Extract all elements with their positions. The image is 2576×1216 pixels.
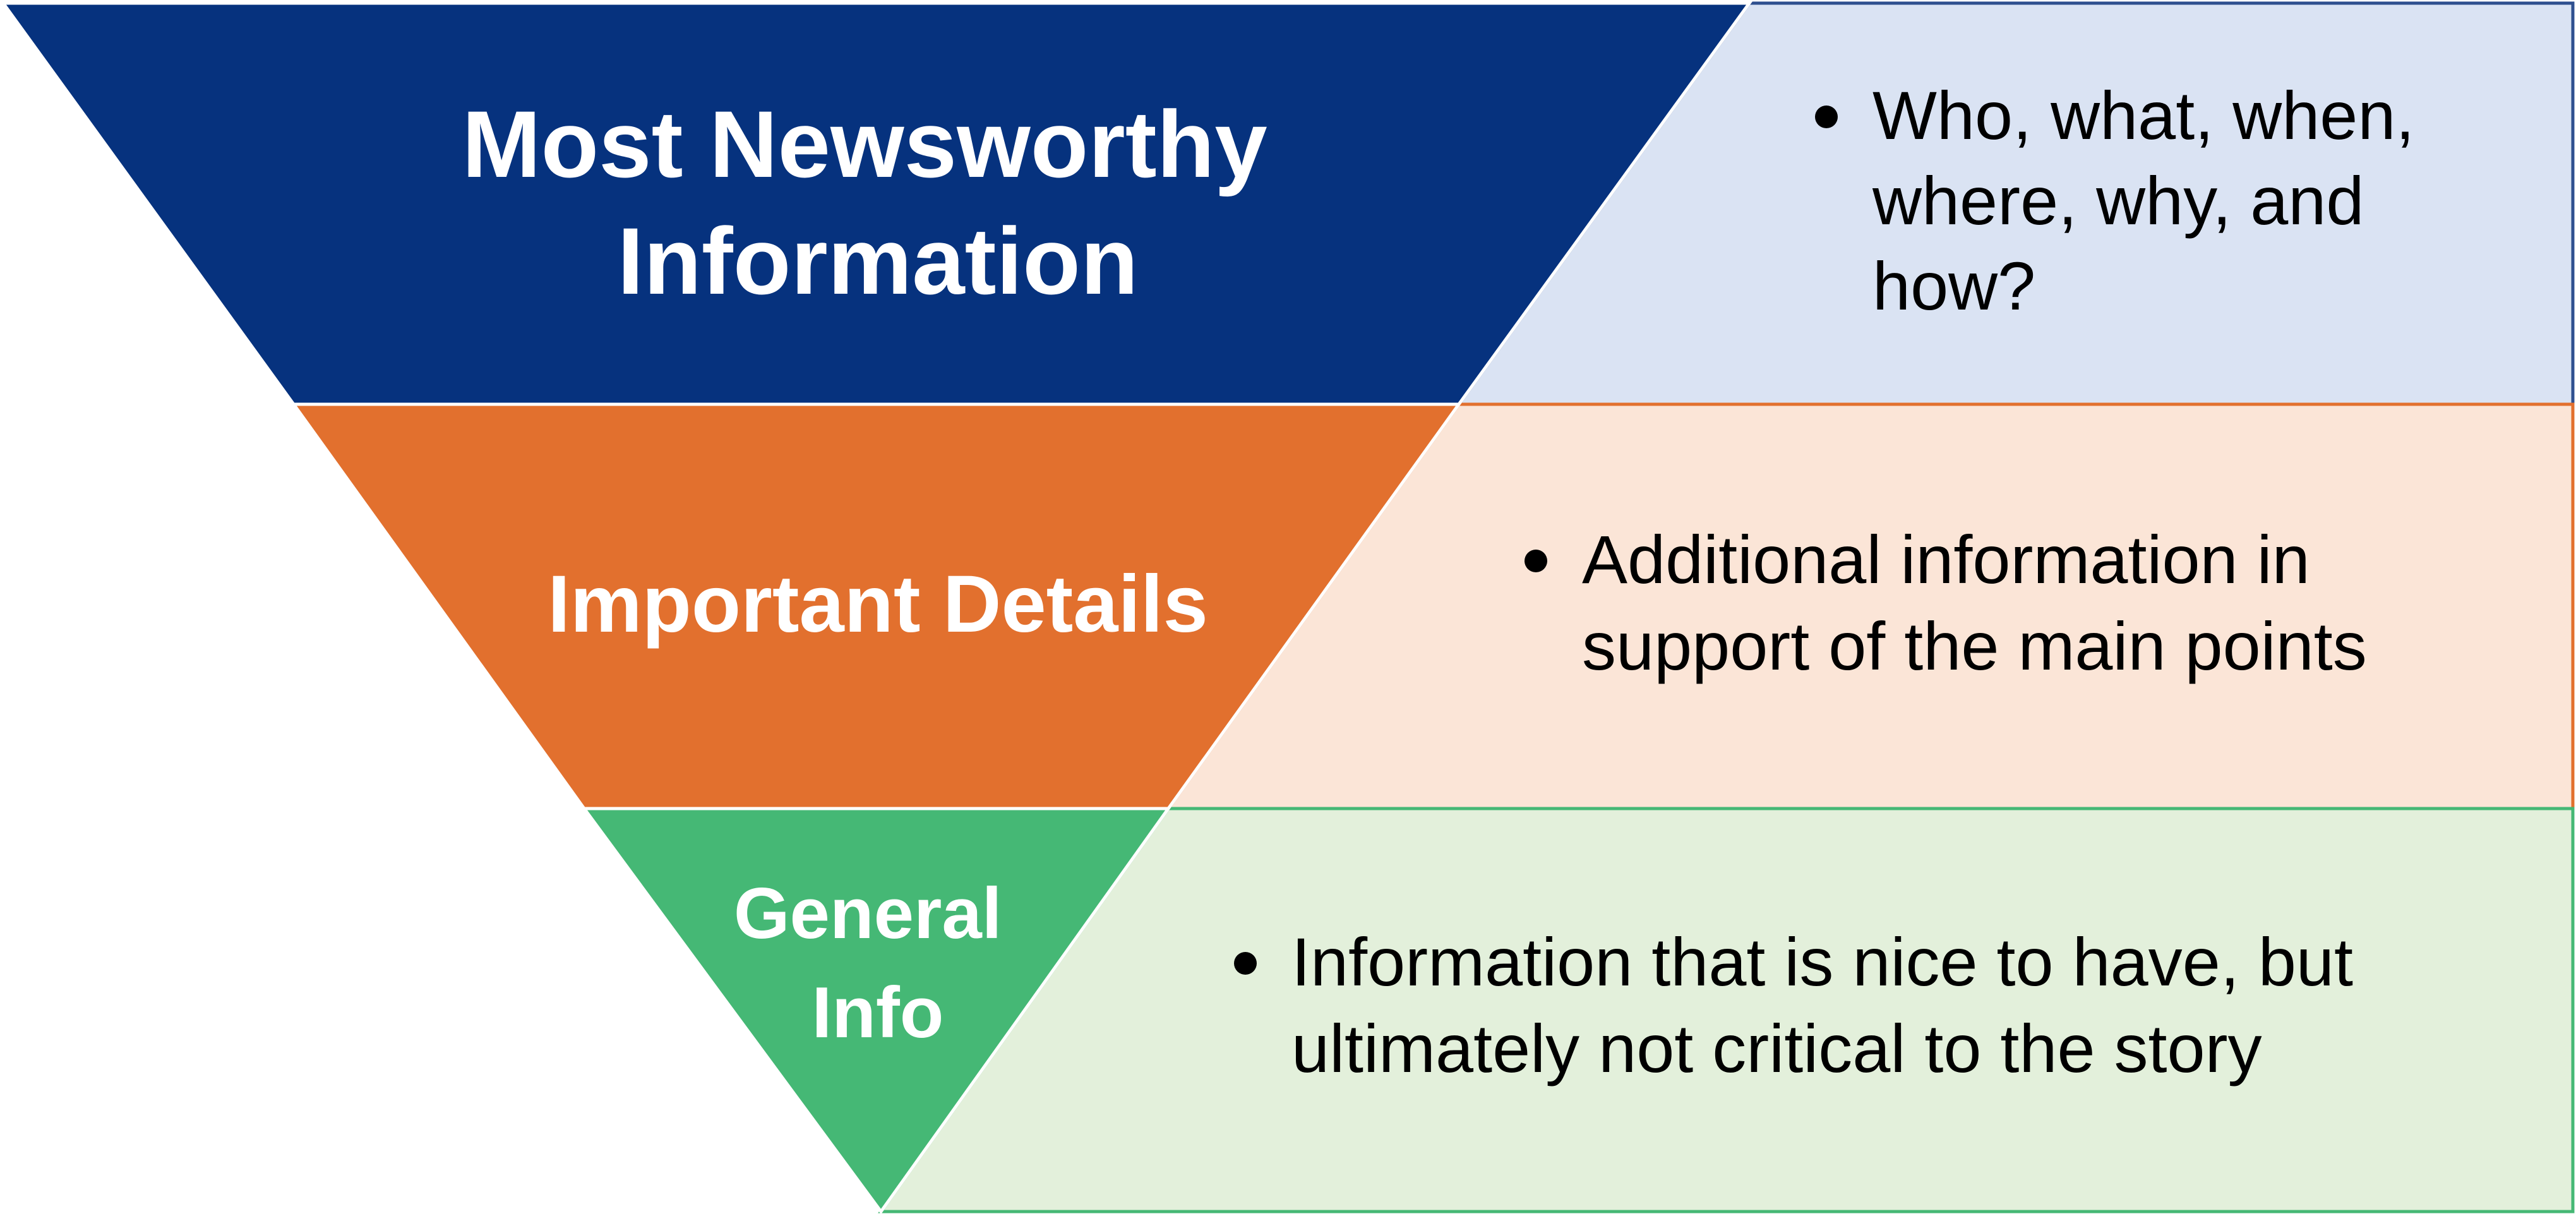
tier-important-details: Important Details Additional information… — [291, 402, 2575, 810]
tier-2-label: Important Details — [548, 559, 1208, 649]
tier-1-bullet — [1815, 105, 1838, 128]
tier-most-newsworthy: Most Newsworthy Information Who, what, w… — [0, 1, 2575, 406]
tier-1-description-line-3: how? — [1872, 248, 2035, 324]
tier-2-bullet — [1525, 550, 1547, 572]
tier-3-label-line-1: General — [734, 874, 1002, 954]
tier-1-description-line-1: Who, what, when, — [1872, 77, 2414, 154]
tier-1-description-line-2: where, why, and — [1872, 162, 2364, 239]
tier-3-description: Information that is nice to have, but ul… — [1291, 924, 2372, 1087]
tier-3-description-line-1: Information that is nice to have, but — [1291, 924, 2353, 1000]
tier-general-info: General Info Information that is nice to… — [581, 807, 2575, 1215]
tier-3-description-line-2: ultimately not critical to the story — [1291, 1010, 2262, 1087]
tier-3-pyramid-segment — [581, 807, 1171, 1215]
tier-1-pyramid-segment — [0, 1, 1752, 406]
tier-2-description-line-2: support of the main points — [1582, 608, 2367, 684]
tier-1-label: Most Newsworthy Information — [462, 91, 1294, 314]
tier-2-description-line-1: Additional information in — [1582, 521, 2310, 598]
tier-2-label-line-1: Important Details — [548, 559, 1208, 649]
tier-1-description: Who, what, when, where, why, and how? — [1872, 77, 2433, 324]
tier-3-bullet — [1234, 952, 1257, 975]
tier-1-label-line-1: Most Newsworthy — [462, 91, 1267, 197]
tier-1-label-line-2: Information — [618, 208, 1139, 314]
tier-3-label-line-2: Info — [812, 973, 944, 1053]
tier-3-label: General Info — [734, 874, 1022, 1053]
tier-2-description: Additional information in support of the… — [1582, 521, 2367, 684]
